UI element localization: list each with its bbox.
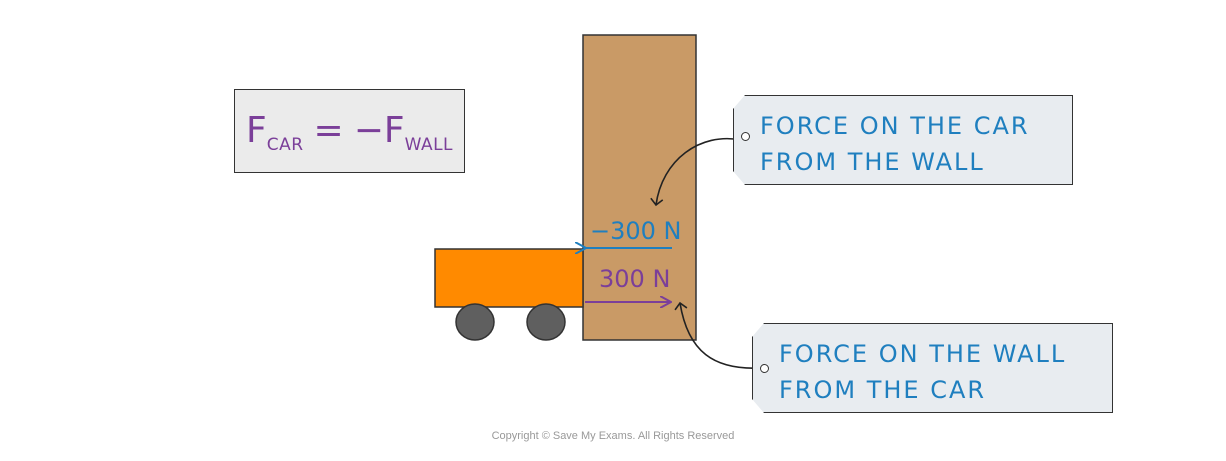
tag-line-1: FORCE ON THE WALL bbox=[779, 340, 1067, 368]
tag-line-2: FROM THE CAR bbox=[779, 376, 987, 404]
pointer-line-bottom bbox=[674, 301, 761, 369]
wall bbox=[582, 34, 697, 341]
label-tag-force-on-car: FORCE ON THE CAR FROM THE WALL bbox=[733, 95, 1073, 185]
equation-rhs-subscript: WALL bbox=[404, 135, 454, 155]
tag-line-1: FORCE ON THE CAR bbox=[760, 112, 1030, 140]
force-value-on-car: −300 N bbox=[590, 217, 682, 245]
car-wheel-rear bbox=[455, 303, 495, 341]
label-tag-force-on-wall: FORCE ON THE WALL FROM THE CAR bbox=[752, 323, 1113, 413]
equation-lhs-subscript: CAR bbox=[266, 135, 304, 155]
force-value-on-wall: 300 N bbox=[599, 265, 671, 293]
pointer-line-top bbox=[650, 137, 742, 207]
car-wheel-front bbox=[526, 303, 566, 341]
copyright-notice: Copyright © Save My Exams. All Rights Re… bbox=[491, 430, 735, 442]
tag-hole bbox=[760, 364, 769, 373]
tag-hole bbox=[741, 132, 750, 141]
equation-operator: = bbox=[313, 110, 344, 151]
equation-lhs-symbol: F bbox=[245, 110, 267, 151]
equation-rhs-symbol: −F bbox=[353, 110, 405, 151]
tag-line-2: FROM THE WALL bbox=[760, 148, 985, 176]
car-body bbox=[434, 248, 584, 308]
equation-box: F CAR = −F WALL bbox=[234, 89, 465, 173]
